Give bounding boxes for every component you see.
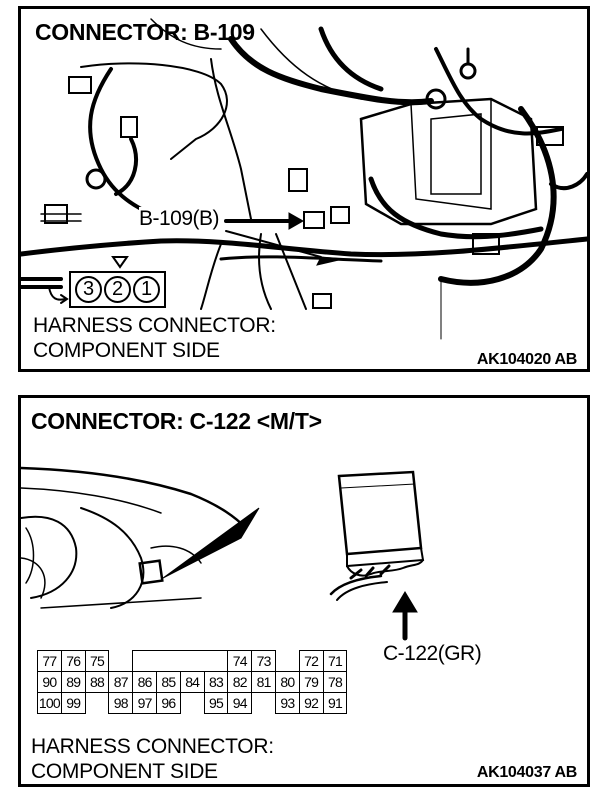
pin-cell-empty [85, 693, 109, 714]
pin-cell: 85 [155, 671, 181, 693]
pin-cell: 86 [132, 671, 157, 693]
connector-pointer-label: B-109(B) [139, 207, 220, 231]
connector-c122-panel: CONNECTOR: C-122 <M/T> C-122(GR) 77 76 7… [18, 395, 590, 787]
pin-cell: 74 [227, 650, 253, 672]
caption-line-1: HARNESS CONNECTOR: [33, 314, 276, 337]
pin-1: 1 [133, 276, 160, 303]
figure-code: AK104037 AB [476, 764, 577, 781]
pin-cell: 90 [37, 671, 62, 693]
caption-line-1: HARNESS CONNECTOR: [31, 735, 274, 758]
pin-cell: 93 [274, 692, 300, 714]
pin-cell: 95 [203, 692, 229, 714]
connector-title: CONNECTOR: B-109 [35, 19, 255, 45]
pin-cell: 83 [203, 671, 229, 693]
figure-code: AK104020 AB [476, 351, 577, 368]
pin-cell: 97 [132, 692, 157, 714]
pin-cell-empty [180, 693, 204, 714]
connector-b109-panel: CONNECTOR: B-109 B-109(B) 3 2 1 HARNESS … [18, 6, 590, 372]
connector-title: CONNECTOR: C-122 <M/T> [31, 408, 322, 434]
pin-cell: 99 [60, 692, 86, 714]
connector-pointer-label: C-122(GR) [383, 642, 482, 666]
pin-cell: 84 [179, 671, 205, 693]
pin-cell: 82 [227, 671, 253, 693]
pin-cell: 87 [108, 671, 134, 693]
pin-cell: 94 [227, 692, 253, 714]
pin-cell: 100 [37, 692, 62, 714]
dashboard-illustration [21, 466, 425, 641]
pin-cell-empty [252, 693, 276, 714]
caption-line-2: COMPONENT SIDE [33, 339, 220, 362]
caption-line-2: COMPONENT SIDE [31, 760, 218, 783]
connector-pin-grid: 77 76 75 74 73 72 71 90 89 88 87 86 85 8… [37, 650, 348, 714]
pin-cell: 75 [84, 650, 110, 672]
pin-cell: 92 [298, 692, 324, 714]
pin-cell: 79 [298, 671, 324, 693]
pin-cell: 72 [298, 650, 324, 672]
pin-cell: 88 [84, 671, 110, 693]
pin-cell-key [132, 650, 229, 672]
pin-cell: 96 [155, 692, 181, 714]
pin-cell-empty [109, 651, 133, 672]
pin-2: 2 [104, 276, 131, 303]
pin-3: 3 [75, 276, 102, 303]
pin-cell: 91 [322, 692, 348, 714]
pin-cell: 77 [37, 650, 62, 672]
pin-cell: 71 [322, 650, 348, 672]
pin-cell: 98 [108, 692, 134, 714]
pin-cell: 89 [60, 671, 86, 693]
pin-cell: 73 [251, 650, 276, 672]
pin-cell: 81 [251, 671, 276, 693]
pin-cell: 80 [274, 671, 300, 693]
pin-cell: 76 [60, 650, 86, 672]
pin-cell: 78 [322, 671, 348, 693]
pin-cell-empty [275, 651, 299, 672]
connector-pin-layout: 3 2 1 [69, 271, 166, 308]
engine-bay-illustration [21, 18, 587, 340]
